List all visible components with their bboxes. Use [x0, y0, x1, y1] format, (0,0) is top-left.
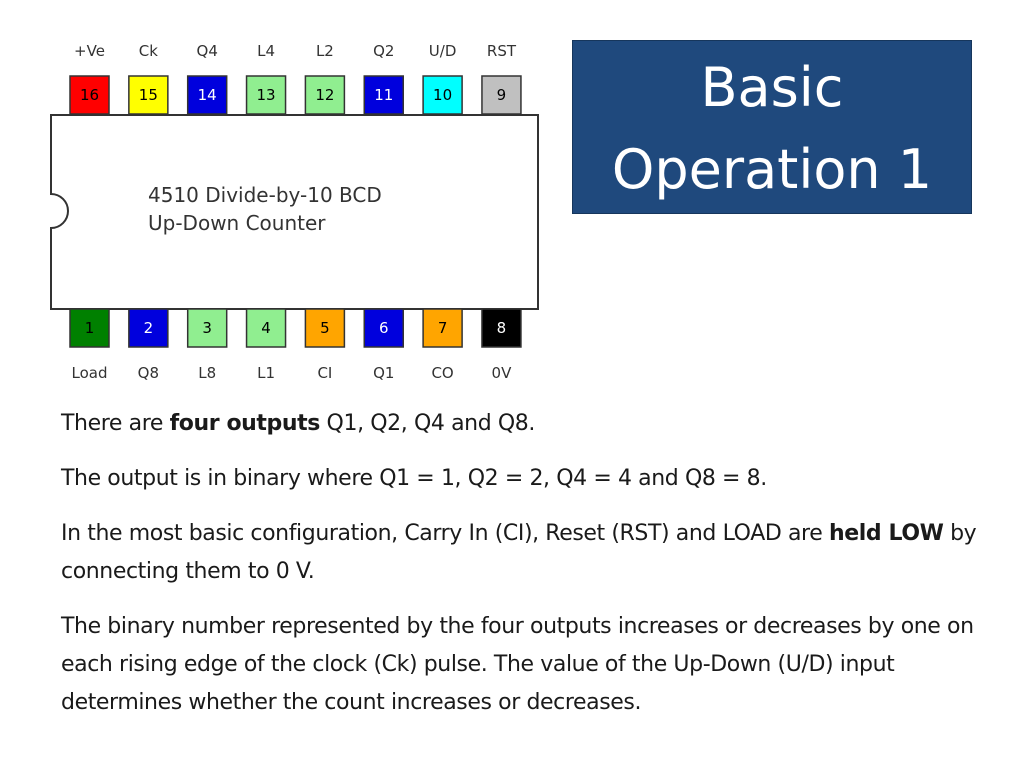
pin-number-4: 4: [261, 319, 271, 337]
ic-label-line2: Up-Down Counter: [148, 211, 326, 235]
pin-number-8: 8: [497, 319, 507, 337]
pin-name-12: L2: [316, 42, 334, 60]
pin-1: [69, 308, 110, 348]
pin-name-16: +Ve: [74, 42, 105, 60]
pin-4: [245, 308, 287, 348]
paragraph-outputs-bold: four outputs: [169, 411, 321, 436]
pin-name-8: 0V: [492, 364, 513, 382]
slide-title-box: Basic Operation 1: [572, 40, 972, 214]
pin-number-1: 1: [85, 319, 95, 337]
pin-number-11: 11: [374, 86, 393, 104]
pin-12: [304, 75, 346, 115]
pin-name-14: Q4: [197, 42, 218, 60]
pin-name-11: Q2: [373, 42, 394, 60]
pin-5: [304, 308, 346, 348]
pin-number-16: 16: [80, 86, 99, 104]
pin-number-14: 14: [198, 86, 217, 104]
pin-8: [481, 308, 522, 348]
paragraph-outputs-text-a: There are: [61, 411, 170, 436]
ic-body: [50, 114, 539, 310]
pin-number-10: 10: [433, 86, 452, 104]
pin-number-2: 2: [144, 319, 154, 337]
top-pin-row: 16 +Ve 15 Ck 14 Q4 13 L4 12 L2 11 Q2 10 U/D 9 RST: [69, 42, 522, 115]
ic-pinout-diagram: 4510 Divide-by-10 BCD Up-Down Counter 16…: [50, 42, 539, 382]
paragraph-config-text-a: In the most basic configuration, Carry I…: [61, 521, 829, 546]
pin-number-7: 7: [438, 319, 448, 337]
pin-16: [69, 75, 110, 115]
pin-name-13: L4: [257, 42, 275, 60]
pin-13: [245, 75, 287, 115]
pin-name-9: RST: [487, 42, 517, 60]
pin-name-10: U/D: [429, 42, 457, 60]
pin-number-15: 15: [139, 86, 158, 104]
slide-title-line1: Basic: [700, 56, 844, 119]
slide-title-line2: Operation 1: [611, 138, 933, 201]
paragraph-outputs: There are four outputs Q1, Q2, Q4 and Q8…: [61, 405, 981, 443]
pin-2: [128, 308, 169, 348]
ic-label-line1: 4510 Divide-by-10 BCD: [148, 183, 382, 207]
pin-10: [422, 75, 463, 115]
pin-number-12: 12: [315, 86, 334, 104]
paragraph-counting: The binary number represented by the fou…: [61, 614, 974, 715]
pin-name-5: CI: [317, 364, 332, 382]
paragraph-binary: The output is in binary where Q1 = 1, Q2…: [61, 466, 767, 491]
paragraph-config-bold: held LOW: [828, 521, 944, 546]
pin-name-2: Q8: [138, 364, 159, 382]
paragraph-config-text-c: by connecting them to 0 V.: [61, 521, 977, 584]
pin-3: [186, 308, 228, 348]
pin-number-6: 6: [379, 319, 389, 337]
slide-body: There are four outputs Q1, Q2, Q4 and Q8…: [61, 405, 981, 739]
pin-name-15: Ck: [139, 42, 158, 60]
pin-7: [422, 308, 463, 348]
pin-9: [481, 75, 522, 115]
pin-name-4: L1: [257, 364, 275, 382]
pin-15: [128, 75, 169, 115]
pin-name-1: Load: [72, 364, 108, 382]
pin-name-6: Q1: [373, 364, 394, 382]
pin-name-7: CO: [431, 364, 453, 382]
paragraph-config: In the most basic configuration, Carry I…: [61, 515, 981, 591]
pin-number-5: 5: [320, 319, 330, 337]
pin-number-9: 9: [497, 86, 507, 104]
pin-name-3: L8: [198, 364, 216, 382]
pin-6: [363, 308, 404, 348]
pin-number-13: 13: [257, 86, 276, 104]
pin-11: [363, 75, 404, 115]
pin-number-3: 3: [202, 319, 212, 337]
paragraph-outputs-text-c: Q1, Q2, Q4 and Q8.: [319, 411, 536, 436]
pin-14: [186, 75, 228, 115]
